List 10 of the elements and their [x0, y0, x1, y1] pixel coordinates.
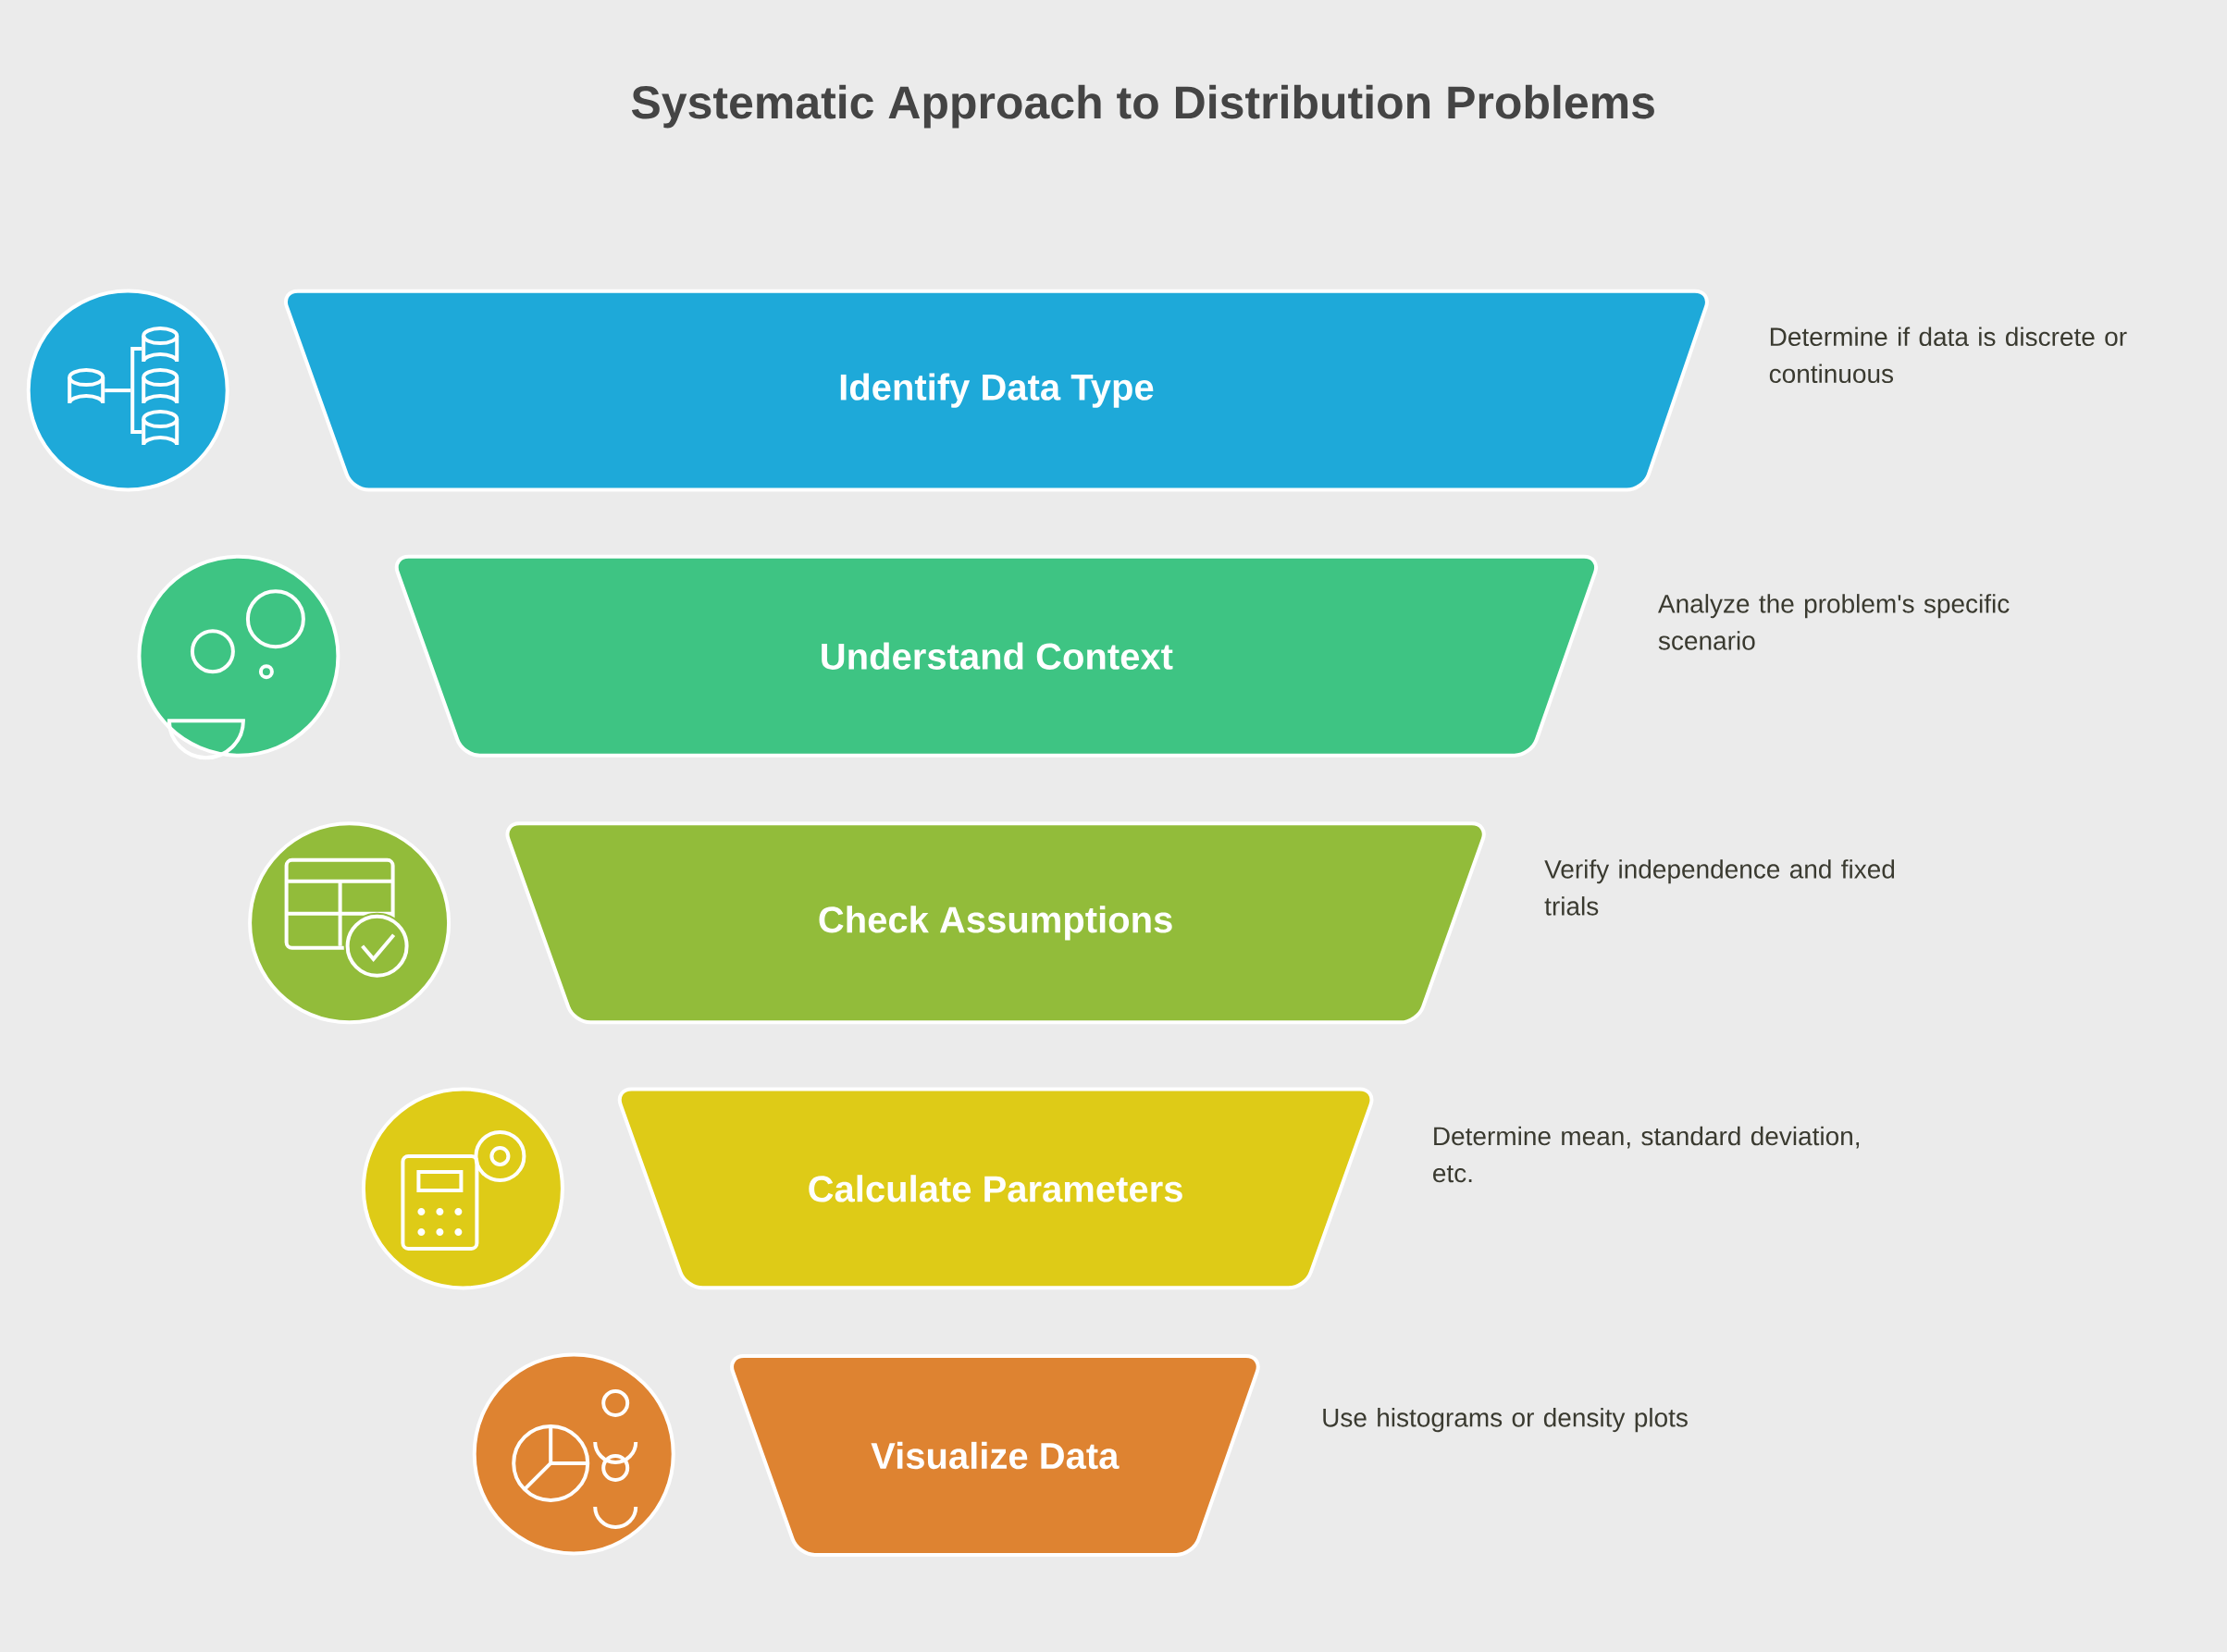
description-text: Determine if data is discrete or continuous [1769, 327, 2127, 384]
funnel-band: Calculate Parameters [617, 1087, 1374, 1290]
description-text: Analyze the problem's specific scenario [1658, 594, 2010, 650]
funnel-band: Identify Data Type [284, 289, 1709, 492]
title: Systematic Approach to Distribution Problems [631, 84, 1654, 129]
description-text: Determine mean, standard deviation, etc. [1433, 1126, 1860, 1183]
description-text: Verify independence and fixed trials [1544, 859, 1895, 916]
funnel-band: Understand Context [394, 554, 1598, 758]
description-text: Use histograms or density plots [1323, 1408, 1688, 1433]
funnel-band: Check Assumptions [505, 821, 1486, 1025]
